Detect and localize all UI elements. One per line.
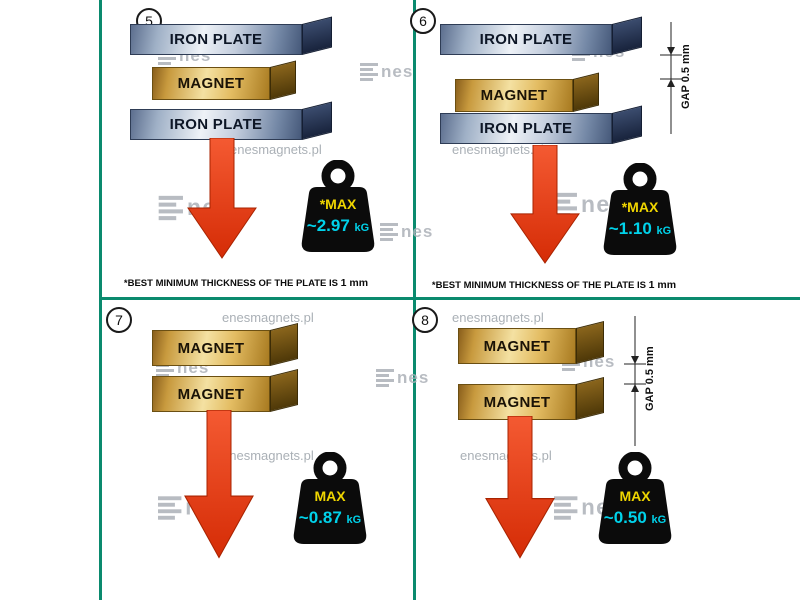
weight-unit: kG xyxy=(651,514,667,526)
gap-dimension-lines xyxy=(622,316,648,451)
iron-plate-label: IRON PLATE xyxy=(440,113,612,144)
watermark-site: enesmagnets.pl xyxy=(222,448,314,463)
weight-value: ~0.87 kG xyxy=(298,508,362,527)
watermark-site: enesmagnets.pl xyxy=(452,142,544,157)
weight-value: ~0.50 kG xyxy=(603,508,667,527)
force-arrow-down xyxy=(510,145,580,264)
bar-side-face xyxy=(302,101,332,140)
magnet-label: MAGNET xyxy=(152,67,270,100)
watermark-site: enesmagnets.pl xyxy=(452,310,544,325)
kettlebell-shape-icon xyxy=(301,160,375,252)
weight-kettlebell: *MAX ~1.10 kG xyxy=(598,163,682,263)
watermark-site: enesmagnets.pl xyxy=(222,310,314,325)
enes-logo-e-icon xyxy=(376,369,394,387)
note-bold-value: 1 mm xyxy=(648,279,677,291)
magnet-bar: MAGNET xyxy=(455,72,599,112)
bar-side-face xyxy=(576,377,604,420)
bar-side-face xyxy=(270,323,298,366)
weight-max-label: *MAX xyxy=(621,199,659,215)
bar-side-face xyxy=(270,60,296,100)
note-bold-value: 1 mm xyxy=(340,277,369,289)
kettlebell-shape-icon xyxy=(598,452,672,544)
iron-plate-label: IRON PLATE xyxy=(130,24,302,55)
magnet-bar: MAGNET xyxy=(152,323,298,366)
weight-kettlebell: *MAX ~2.97 kG xyxy=(296,160,380,260)
magnet-label: MAGNET xyxy=(455,79,573,112)
panel-number-8: 8 xyxy=(412,307,438,333)
magnet-bar: MAGNET xyxy=(152,60,296,100)
bar-side-face xyxy=(612,105,642,144)
divider-vertical-center xyxy=(413,0,416,600)
enes-logo-e-icon xyxy=(158,195,183,221)
kettlebell-shape-icon xyxy=(603,163,677,255)
enes-logo-e-icon xyxy=(158,496,182,520)
magnet-bar: MAGNET xyxy=(458,321,604,364)
enes-logo: nes xyxy=(376,368,429,388)
magnet-label: MAGNET xyxy=(152,376,270,412)
weight-unit: kG xyxy=(346,514,362,526)
bar-side-face xyxy=(270,369,298,412)
gap-size-label: GAP 0.5 mm xyxy=(644,346,656,412)
divider-vertical-left xyxy=(99,0,102,600)
enes-logo-e-icon xyxy=(360,63,378,81)
magnet-label: MAGNET xyxy=(458,384,576,420)
bar-side-face xyxy=(612,16,642,55)
enes-logo: nes xyxy=(360,62,413,82)
magnet-label: MAGNET xyxy=(152,330,270,366)
enes-logo-e-icon xyxy=(554,496,578,520)
weight-max-label: MAX xyxy=(619,488,651,504)
magnet-bar: MAGNET xyxy=(458,377,604,420)
enes-logo: nes xyxy=(380,222,433,242)
force-arrow-down xyxy=(184,410,254,559)
weight-unit: kG xyxy=(354,222,370,234)
iron-plate-bar: IRON PLATE xyxy=(130,101,332,140)
weight-kettlebell: MAX ~0.50 kG xyxy=(593,452,677,552)
enes-logo-e-icon xyxy=(380,223,398,241)
iron-plate-label: IRON PLATE xyxy=(130,109,302,140)
iron-plate-label: IRON PLATE xyxy=(440,24,612,55)
bar-side-face xyxy=(302,16,332,55)
watermark-site: enesmagnets.pl xyxy=(230,142,322,157)
magnet-bar: MAGNET xyxy=(152,369,298,412)
divider-horizontal xyxy=(99,297,800,300)
bar-side-face xyxy=(573,72,599,112)
plate-thickness-note: *BEST MINIMUM THICKNESS OF THE PLATE IS … xyxy=(123,277,369,289)
weight-max-label: *MAX xyxy=(319,196,357,212)
weight-max-label: MAX xyxy=(314,488,346,504)
kettlebell-shape-icon xyxy=(293,452,367,544)
weight-kettlebell: MAX ~0.87 kG xyxy=(288,452,372,552)
gap-dimension-lines xyxy=(658,22,684,139)
bar-side-face xyxy=(576,321,604,364)
iron-plate-bar: IRON PLATE xyxy=(440,105,642,144)
weight-unit: kG xyxy=(656,225,672,237)
force-arrow-down xyxy=(485,416,555,559)
plate-thickness-note: *BEST MINIMUM THICKNESS OF THE PLATE IS … xyxy=(431,279,677,291)
force-arrow-down xyxy=(187,138,257,259)
panel-number-6: 6 xyxy=(410,8,436,34)
weight-value: ~2.97 kG xyxy=(306,216,370,235)
magnet-label: MAGNET xyxy=(458,328,576,364)
weight-value: ~1.10 kG xyxy=(608,219,672,238)
iron-plate-bar: IRON PLATE xyxy=(440,16,642,55)
gap-size-label: GAP 0.5 mm xyxy=(680,44,692,110)
iron-plate-bar: IRON PLATE xyxy=(130,16,332,55)
panel-number-7: 7 xyxy=(106,307,132,333)
